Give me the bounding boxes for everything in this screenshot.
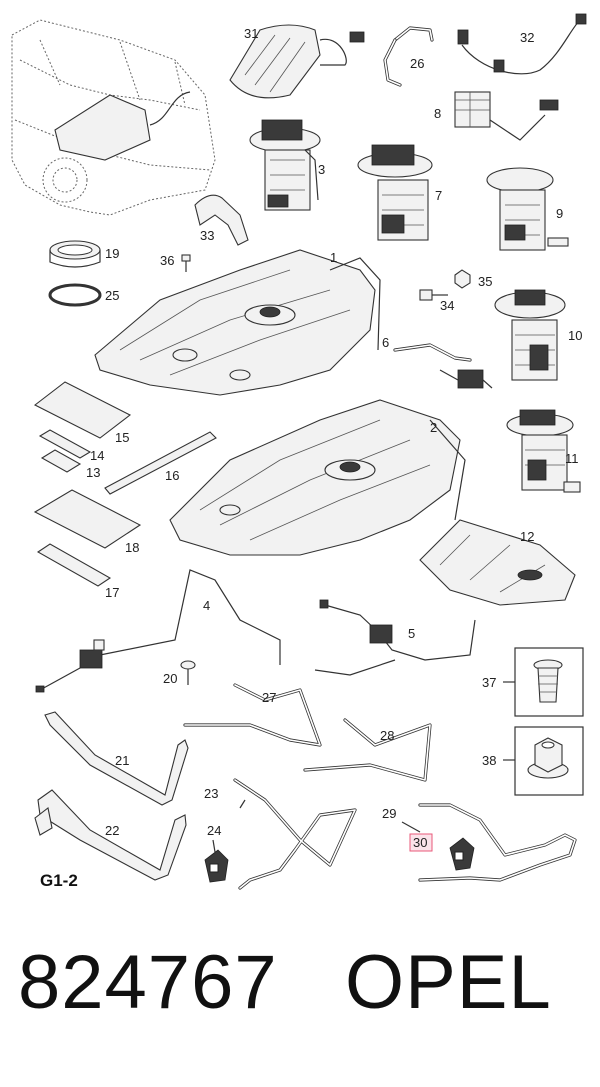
part-number: 824767	[18, 940, 278, 1025]
callout-34[interactable]: 34	[440, 298, 454, 313]
part-10-fuel-pump	[494, 289, 566, 381]
part-20-bolt	[180, 660, 196, 685]
part-19-lock-ring	[49, 240, 101, 268]
part-3-fuel-pump	[249, 119, 321, 211]
callout-38[interactable]: 38	[482, 753, 496, 768]
parts-diagram: 31 26 32 8 3 7 9 33 19 36 1 35 25 34 10 …	[11, 13, 587, 890]
callout-32[interactable]: 32	[520, 30, 534, 45]
part-31-canister	[229, 24, 365, 99]
callout-9[interactable]: 9	[556, 206, 563, 221]
part-37-grommet	[514, 647, 584, 717]
part-21-tank-strap	[44, 711, 189, 806]
part-18-pad	[33, 489, 142, 549]
callout-31[interactable]: 31	[244, 26, 258, 41]
part-15-pad	[33, 381, 132, 439]
part-32-harness	[457, 13, 587, 75]
caption: 824767 OPEL	[0, 945, 600, 1055]
callout-5[interactable]: 5	[408, 626, 415, 641]
callout-3[interactable]: 3	[318, 162, 325, 177]
part-1-fuel-tank	[94, 249, 381, 396]
callout-7[interactable]: 7	[435, 188, 442, 203]
callout-10[interactable]: 10	[568, 328, 582, 343]
callout-12[interactable]: 12	[520, 529, 534, 544]
part-36-bolt	[181, 254, 191, 272]
part-34-bolt	[419, 289, 448, 301]
part-33-bracket	[194, 194, 249, 246]
callout-13[interactable]: 13	[86, 465, 100, 480]
part-11-fuel-pump	[506, 409, 581, 493]
callout-25[interactable]: 25	[105, 288, 119, 303]
part-25-seal-ring	[48, 283, 102, 307]
part-7-fuel-pump	[357, 144, 433, 241]
callout-35[interactable]: 35	[478, 274, 492, 289]
callout-27[interactable]: 27	[262, 690, 276, 705]
callout-30[interactable]: 30	[413, 835, 427, 850]
callout-2[interactable]: 2	[430, 420, 437, 435]
callout-6[interactable]: 6	[382, 335, 389, 350]
callout-14[interactable]: 14	[90, 448, 104, 463]
callout-24[interactable]: 24	[207, 823, 221, 838]
part-5-fuel-line	[314, 599, 476, 676]
callout-30-highlight	[409, 833, 433, 852]
part-30-clip	[449, 837, 475, 871]
callout-23[interactable]: 23	[204, 786, 218, 801]
leader-lines	[212, 681, 515, 853]
part-35-nut	[454, 269, 471, 289]
vehicle-outline	[11, 19, 216, 216]
part-12-heat-shield	[419, 519, 576, 606]
part-28-fuel-tube	[303, 718, 432, 782]
callout-29[interactable]: 29	[382, 806, 396, 821]
part-38-nut	[514, 726, 584, 796]
part-6-sensor	[393, 343, 493, 389]
callout-16[interactable]: 16	[165, 468, 179, 483]
callout-28[interactable]: 28	[380, 728, 394, 743]
callout-36[interactable]: 36	[160, 253, 174, 268]
callout-26[interactable]: 26	[410, 56, 424, 71]
callout-1[interactable]: 1	[330, 250, 337, 265]
part-9-fuel-pump	[486, 167, 569, 251]
part-23-fuel-tube	[233, 778, 357, 890]
callout-21[interactable]: 21	[115, 753, 129, 768]
part-13-pad	[40, 449, 82, 473]
part-4-fuel-line	[35, 569, 281, 693]
callout-15[interactable]: 15	[115, 430, 129, 445]
part-24-clip	[204, 849, 229, 883]
callout-numbers: 31 26 32 8 3 7 9 33 19 36 1 35 25 34 10 …	[86, 26, 582, 850]
part-27-fuel-tube	[183, 683, 322, 747]
callout-17[interactable]: 17	[105, 585, 119, 600]
part-17-pad	[36, 543, 112, 587]
part-16-strip	[104, 431, 217, 495]
brand-name: OPEL	[345, 940, 552, 1025]
callout-20[interactable]: 20	[163, 671, 177, 686]
callout-19[interactable]: 19	[105, 246, 119, 261]
callout-18[interactable]: 18	[125, 540, 139, 555]
section-code: G1-2	[40, 871, 78, 890]
part-22-tank-strap	[34, 789, 187, 881]
part-2-fuel-tank	[169, 399, 466, 556]
callout-37[interactable]: 37	[482, 675, 496, 690]
callout-4[interactable]: 4	[203, 598, 210, 613]
callout-22[interactable]: 22	[105, 823, 119, 838]
part-8-sender	[454, 91, 559, 141]
callout-11[interactable]: 11	[565, 451, 579, 466]
part-26-hose	[383, 26, 434, 87]
part-14-pad	[38, 429, 92, 459]
callout-33[interactable]: 33	[200, 228, 214, 243]
callout-8[interactable]: 8	[434, 106, 441, 121]
part-29-fuel-tube	[418, 803, 577, 882]
